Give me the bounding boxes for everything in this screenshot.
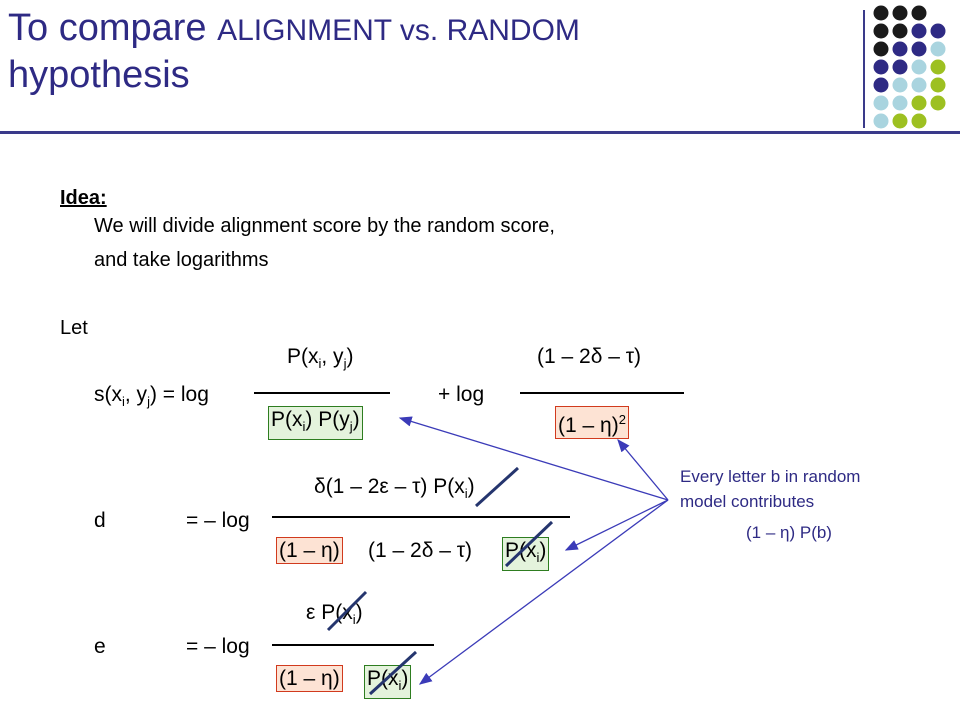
eq3-denominator-eta: (1 – η) [276,665,343,692]
decor-dot [911,59,927,75]
strike-eq3-denominator [368,650,418,696]
eq1-lhs: s(xi, yj) = log [94,383,209,410]
decor-dot [873,113,889,129]
eq1-plus-log: + log [438,383,485,406]
decor-dot [892,95,908,111]
eq2-denominator-eta: (1 – η) [276,537,343,564]
arrow-to-eq2-denominator [564,499,669,551]
decor-dot [892,59,908,75]
title-vertical-divider [863,10,865,128]
decor-dot [873,5,889,21]
eq2-operator: = – log [186,509,250,532]
eq1-fraction-bar-1 [254,392,390,394]
eq3-operator: = – log [186,635,250,658]
eq1-numerator-1: P(xi, yj) [287,345,354,372]
idea-line1: We will divide alignment score by the ra… [94,215,555,237]
eq2-denominator-mid: (1 – 2δ – τ) [368,539,473,562]
eq1-fraction-bar-2 [520,392,684,394]
idea-heading: Idea: [60,187,107,209]
title-divider [0,131,960,134]
slide-title: To compare ALIGNMENT vs. RANDOM hypothes… [8,7,580,96]
note-line3: (1 – η) P(b) [746,523,832,542]
decor-dot [892,41,908,57]
decor-dot [911,5,927,21]
decor-dot [873,77,889,93]
eq3-denominator-px: P(xi) [364,665,412,700]
strike-eq2-numerator [474,466,520,508]
idea-line2: and take logarithms [94,249,269,271]
decor-dot [930,23,946,39]
decor-dot [911,77,927,93]
decor-dot [911,113,927,129]
eq2-fraction-bar [272,516,570,518]
strike-eq3-numerator [326,590,368,632]
decor-dot [911,23,927,39]
let-label: Let [60,317,88,339]
eq2-numerator: δ(1 – 2ε – τ) P(xi) [314,475,475,502]
title-line2: hypothesis [8,54,190,96]
decor-dot [873,95,889,111]
dot-grid-decoration [873,5,946,129]
strike-eq2-denominator [504,520,554,568]
note-line1: Every letter b in random [680,467,861,486]
eq3-lhs: e [94,635,106,658]
decor-dot [892,5,908,21]
decor-dot [930,95,946,111]
decor-dot [892,23,908,39]
decor-dot [930,59,946,75]
decor-dot [892,77,908,93]
note-line2: model contributes [680,492,815,511]
arrow-to-eq3-denominator [418,499,669,685]
eq1-numerator-2: (1 – 2δ – τ) [537,345,642,368]
eq2-lhs: d [94,509,106,532]
decor-dot [873,59,889,75]
arrow-to-eq1-denominator-1 [398,416,669,501]
title-random: RANDOM [446,14,580,47]
eq3-fraction-bar [272,644,434,646]
title-alignment: ALIGNMENT [217,14,392,47]
eq1-denominator-2: (1 – η)2 [555,406,629,439]
decor-dot [930,77,946,93]
decor-dot [930,41,946,57]
decor-dot [892,113,908,129]
decor-dot [911,95,927,111]
decor-dot [873,41,889,57]
decor-dot [911,41,927,57]
decor-dot [873,23,889,39]
eq1-denominator-1: P(xi) P(yj) [268,406,363,441]
arrow-to-eq1-denominator-2 [617,439,669,501]
